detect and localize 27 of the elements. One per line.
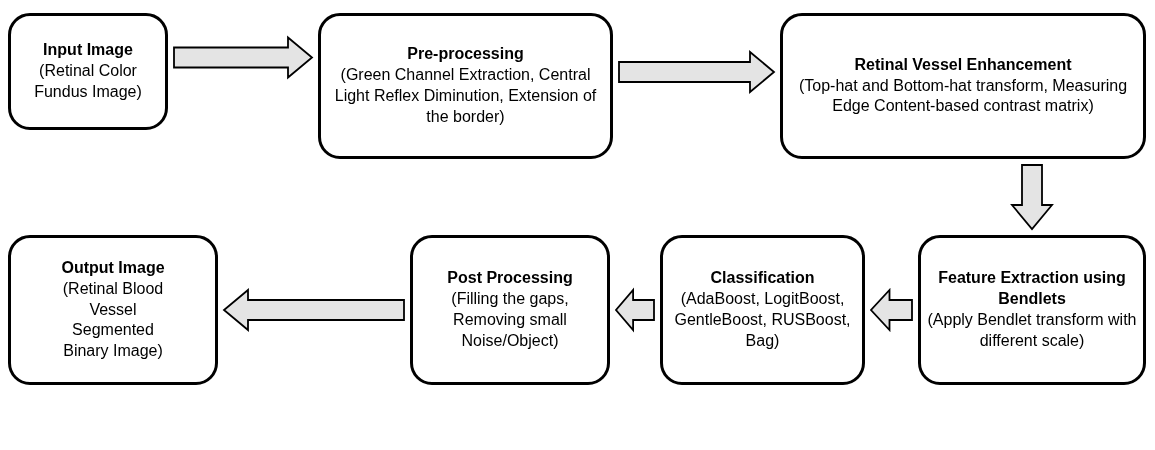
box-description: (Green Channel Extraction, Central Light Reflex Diminution, Extension of the border) bbox=[333, 65, 598, 127]
box-description: (Filling the gaps, Removing small Noise/Object) bbox=[450, 289, 570, 351]
block-arrow bbox=[869, 287, 913, 333]
box-description: (Retinal Color Fundus Image) bbox=[33, 61, 143, 102]
box-description: (AdaBoost, LogitBoost, GentleBoost, RUSBoost, Bag) bbox=[673, 289, 852, 351]
box-description: (Retinal Blood Vessel Segmented Binary Image) bbox=[61, 278, 165, 362]
box-heading: Retinal Vessel Enhancement bbox=[854, 54, 1072, 75]
block-arrow bbox=[614, 287, 655, 333]
process-box bbox=[8, 13, 168, 130]
process-box bbox=[918, 235, 1146, 385]
box-heading: Post Processing bbox=[447, 268, 573, 289]
box-heading: Input Image bbox=[43, 40, 133, 61]
process-box bbox=[410, 235, 610, 385]
process-box bbox=[660, 235, 865, 385]
block-arrow bbox=[1010, 164, 1054, 231]
block-arrow bbox=[222, 288, 405, 332]
box-heading: Pre-processing bbox=[407, 44, 524, 65]
box-description: (Apply Bendlet transform with different scale) bbox=[926, 310, 1138, 351]
box-description: (Top-hat and Bottom-hat transform, Measuring Edge Content-based contrast matrix) bbox=[797, 75, 1129, 117]
box-heading: Classification bbox=[710, 268, 815, 289]
process-box bbox=[318, 13, 613, 159]
block-arrow bbox=[173, 35, 314, 80]
process-box bbox=[8, 235, 218, 385]
process-box bbox=[780, 13, 1146, 159]
box-heading: Output Image bbox=[61, 258, 165, 278]
block-arrow bbox=[618, 50, 776, 94]
box-heading: Feature Extraction using Bendlets bbox=[937, 268, 1127, 310]
